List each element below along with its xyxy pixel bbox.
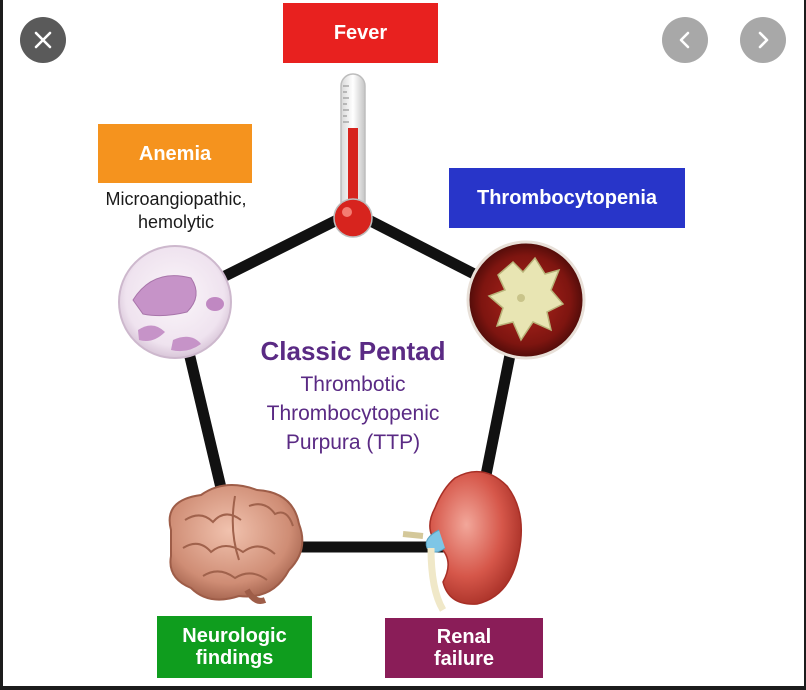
- brain-icon: [168, 484, 304, 604]
- chevron-left-icon: [679, 31, 690, 49]
- schistocyte-smear-icon: [118, 245, 232, 359]
- center-subtitle-line2: Thrombocytopenic: [266, 402, 440, 425]
- center-subtitle-line3: Purpura (TTP): [285, 431, 421, 454]
- close-button[interactable]: [20, 17, 66, 63]
- previous-image-button[interactable]: [662, 17, 708, 63]
- center-title: Classic Pentad: [260, 336, 446, 366]
- platelet-micrograph-icon: [466, 240, 586, 360]
- anemia-label: Anemia: [98, 124, 252, 183]
- pentad-artwork: [118, 73, 586, 612]
- center-subtitle-line1: Thrombotic: [300, 373, 406, 396]
- anemia-caption: Microangiopathic, hemolytic: [105, 189, 247, 233]
- fever-label: Fever: [283, 3, 438, 63]
- neurologic-findings-label: Neurologic findings: [157, 616, 312, 678]
- diagram-canvas: Fever Anemia Microangiopathic, hemolytic…: [3, 0, 804, 686]
- next-image-button[interactable]: [740, 17, 786, 63]
- close-icon: [34, 31, 52, 49]
- thermometer-icon: [333, 73, 373, 238]
- kidney-icon: [402, 470, 522, 612]
- thrombocytopenia-label: Thrombocytopenia: [449, 168, 685, 228]
- chevron-right-icon: [758, 31, 769, 49]
- renal-failure-label: Renal failure: [385, 618, 543, 678]
